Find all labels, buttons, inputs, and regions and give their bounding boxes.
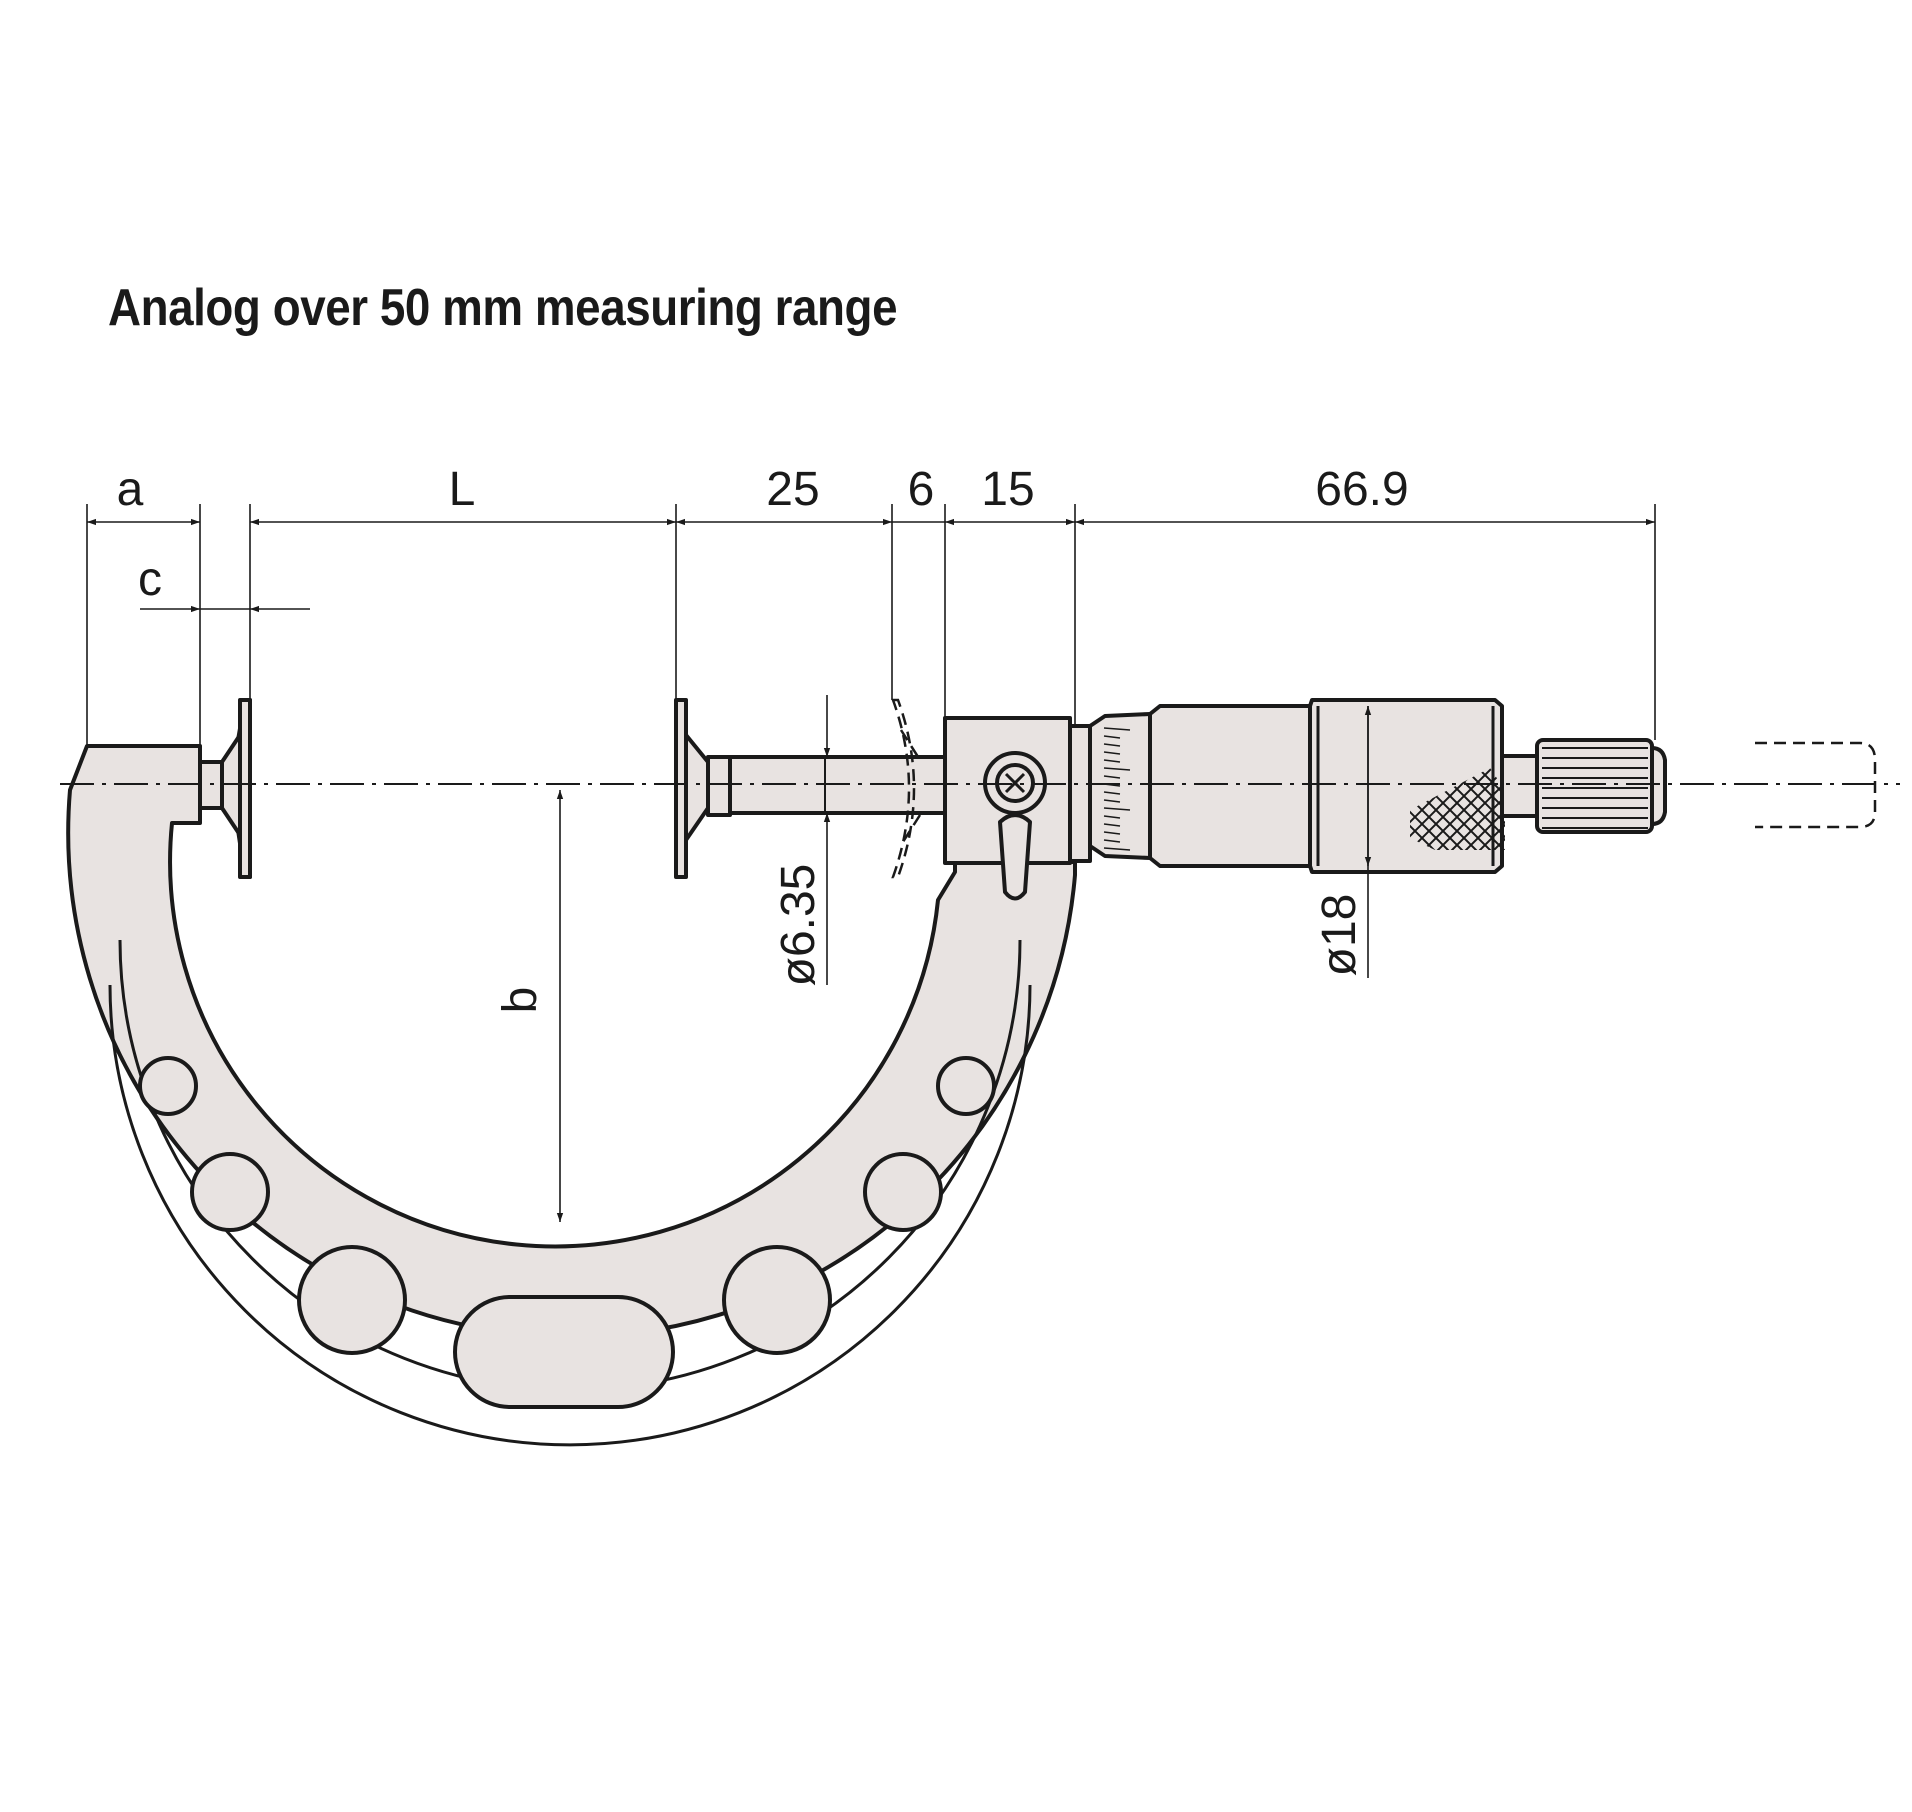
clamp-lever-icon[interactable]: [998, 813, 1032, 901]
frame-holes: [138, 1056, 996, 1409]
spindle-disc: [674, 698, 732, 879]
ratchet: [1500, 738, 1667, 834]
dimension-lines: [86, 504, 1656, 1222]
dim-L-label: L: [449, 463, 476, 516]
dim-c-label: c: [138, 553, 162, 606]
dim-15-label: 15: [981, 463, 1034, 516]
dim-66-9-label: 66.9: [1315, 463, 1408, 516]
dim-thimble-diameter-label: ø18: [1313, 894, 1366, 977]
ratchet-extended-outline: [1755, 741, 1877, 829]
dim-b-label: b: [494, 987, 547, 1014]
sleeve: [1088, 712, 1152, 860]
thimble: [1148, 698, 1505, 874]
anvil-disc: [198, 698, 252, 879]
dim-25-label: 25: [766, 463, 819, 516]
retracted-disc-outline: [891, 698, 916, 879]
dim-spindle-diameter-label: ø6.35: [772, 864, 825, 987]
dim-6-label: 6: [908, 463, 935, 516]
dim-a-label: a: [117, 463, 144, 516]
page-title: Analog over 50 mm measuring range: [108, 279, 898, 337]
